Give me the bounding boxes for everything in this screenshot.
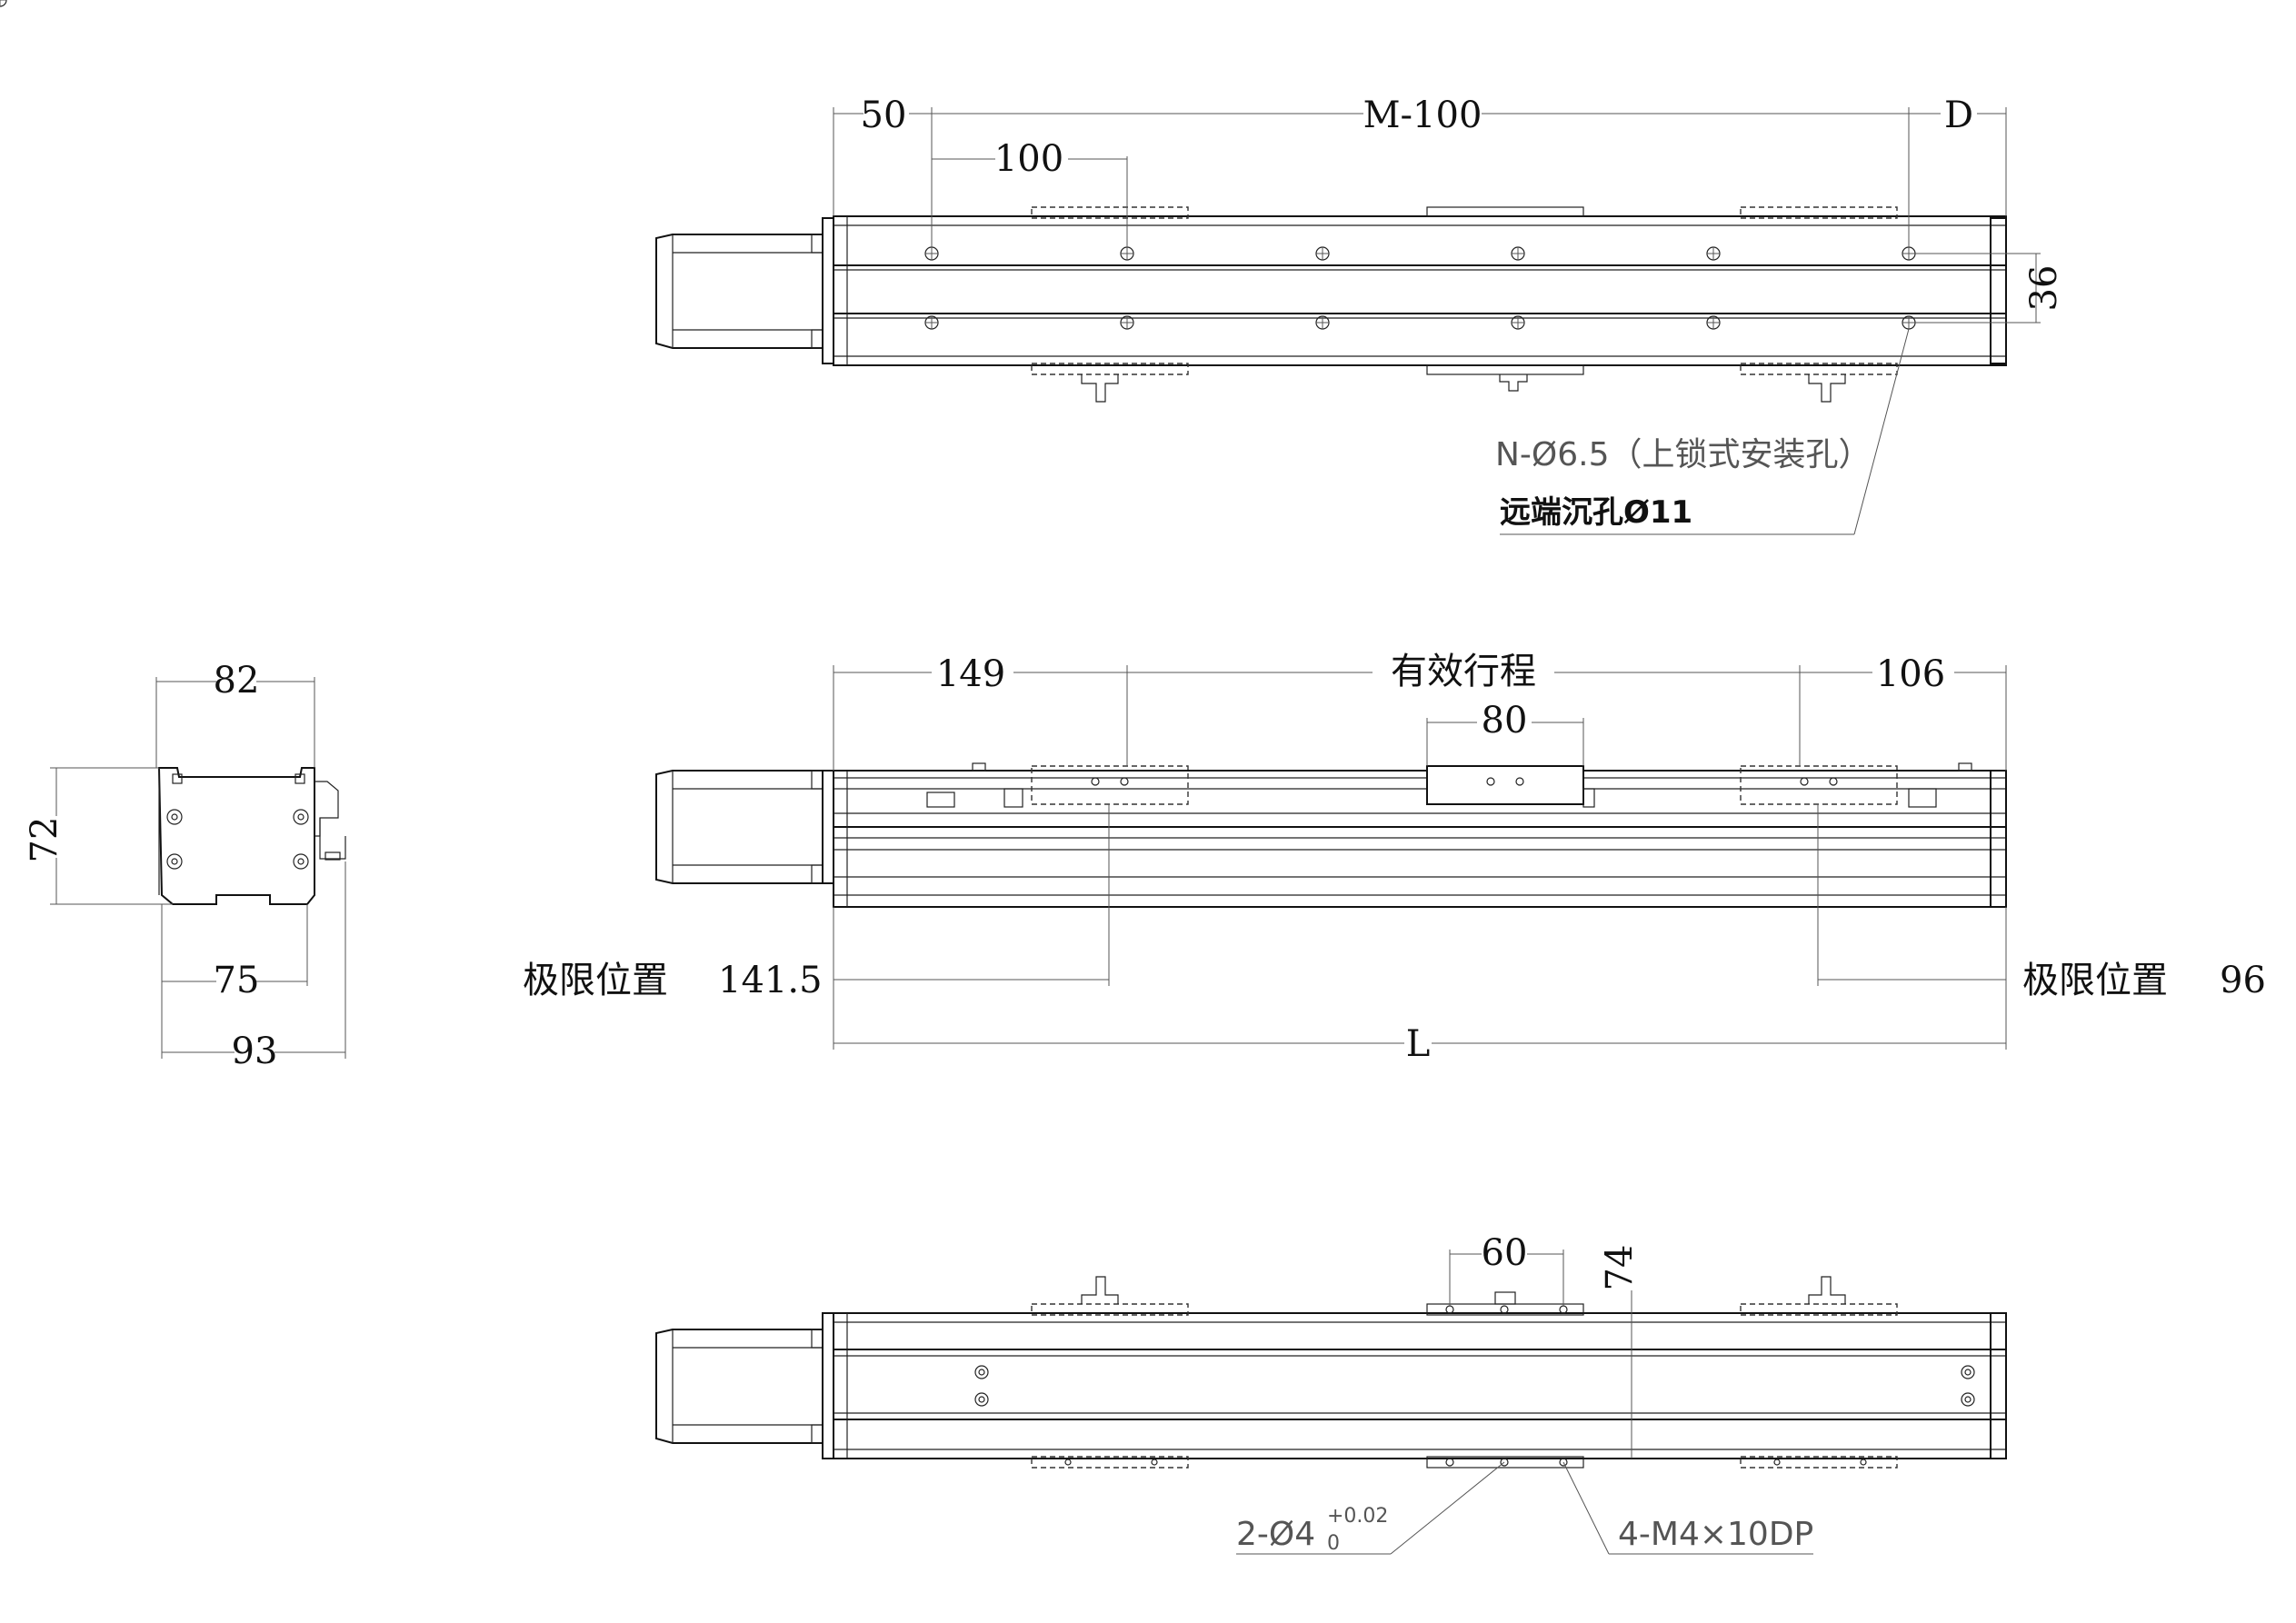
side-view-motor — [655, 770, 834, 884]
pin-tol-lower: 0 — [1327, 1532, 1340, 1555]
side-view-dimensions — [833, 647, 2007, 1061]
limit-right-label: 极限位置 — [2022, 960, 2168, 1001]
top-view: 50 M-100 D 100 36 N-Ø6.5（上锁式安装孔） 远端沉孔Ø11 — [0, 0, 2065, 535]
end-view-profile — [157, 767, 346, 905]
dim-top-pitch-total: M-100 — [1363, 95, 1482, 136]
limit-left-label: 极限位置 — [523, 960, 668, 1001]
side-view-body — [833, 762, 2007, 908]
dim-end-82: 82 — [214, 660, 260, 702]
limit-right-value: 96 — [2220, 960, 2266, 1001]
dim-end-93: 93 — [232, 1031, 278, 1072]
dim-side-slider-80: 80 — [1482, 700, 1528, 742]
dim-bottom-60: 60 — [1482, 1232, 1528, 1274]
dim-side-149: 149 — [936, 653, 1005, 695]
dim-side-effective-stroke: 有效行程 — [1391, 651, 1536, 692]
top-view-dimensions — [833, 95, 2041, 535]
dim-bottom-74: 74 — [1599, 1245, 1641, 1291]
top-view-mounting-holes — [0, 0, 1916, 330]
side-view: 149 有效行程 106 80 极限位置 141.5 极限位置 96 L — [523, 647, 2266, 1065]
hole-note-line2: 远端沉孔Ø11 — [1500, 494, 1692, 531]
bottom-view-dimensions — [1236, 1234, 1813, 1555]
end-view-dimensions — [40, 662, 346, 1070]
limit-left-value: 141.5 — [718, 960, 823, 1001]
bottom-view: 60 74 2-Ø4 +0.02 0 4-M4×10DP — [655, 1232, 2007, 1555]
dim-top-right-d: D — [1944, 95, 1973, 136]
dim-side-total-l: L — [1406, 1023, 1431, 1065]
bottom-view-body — [833, 1276, 2007, 1469]
pin-tol-upper: +0.02 — [1327, 1505, 1388, 1528]
dim-end-75: 75 — [214, 960, 260, 1001]
end-view: 82 72 75 93 — [24, 660, 346, 1072]
top-view-motor — [655, 217, 834, 364]
top-view-body — [833, 206, 2007, 403]
hole-note-line1: N-Ø6.5（上锁式安装孔） — [1495, 436, 1872, 473]
bottom-view-motor — [655, 1312, 834, 1459]
pin-note-main: 2-Ø4 — [1236, 1516, 1315, 1553]
dim-end-72: 72 — [24, 817, 65, 863]
dim-top-left-50: 50 — [861, 95, 907, 136]
dim-top-rows-36: 36 — [2023, 265, 2065, 312]
thread-note: 4-M4×10DP — [1618, 1516, 1813, 1553]
dim-top-pitch-100: 100 — [994, 138, 1063, 180]
dim-side-106: 106 — [1876, 653, 1945, 695]
